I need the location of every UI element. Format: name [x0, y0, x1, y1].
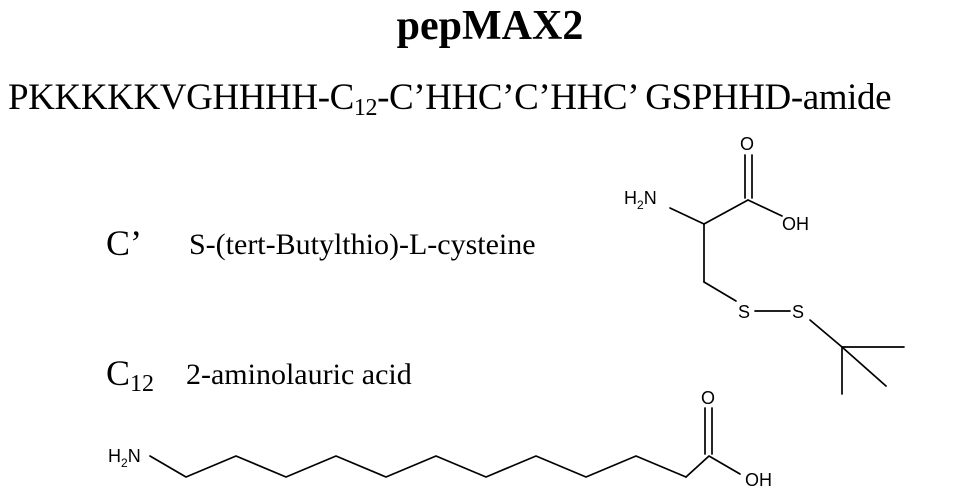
- cysteine-derivative-structure: [669, 154, 905, 395]
- bond-n-ca: [669, 207, 705, 225]
- bond-c-oh: [747, 199, 783, 217]
- page-title: pepMAX2: [396, 3, 584, 49]
- sequence-subscript: 12: [353, 95, 378, 121]
- amine-label: H2N: [624, 188, 657, 212]
- sequence-part-1: PKKKKKVGHHHH-C: [8, 77, 354, 118]
- bond-ca-c: [703, 199, 749, 225]
- sulfur-2-label: S: [792, 302, 804, 322]
- sequence-part-2: -C’HHC’C’HHC’ GSPHHD-amide: [377, 77, 892, 118]
- peptide-sequence: PKKKKKVGHHHH-C12-C’HHC’C’HHC’ GSPHHD-ami…: [8, 76, 892, 121]
- hydroxyl-label: OH: [782, 214, 809, 234]
- legend-desc-c12: 2-aminolauric acid: [186, 358, 412, 391]
- alkyl-chain: [149, 455, 687, 478]
- aminolauric-atom-labels: H2N O OH: [108, 388, 772, 490]
- legend-abbr-c12: C12: [106, 352, 155, 397]
- cysteine-atom-labels: H2N O OH S S: [624, 134, 809, 322]
- carbonyl-o-label-2: O: [701, 388, 715, 408]
- bond-cb-s1: [703, 281, 737, 302]
- legend-abbr-c12-subscript: 12: [130, 371, 155, 397]
- bond-c-oh2: [685, 455, 741, 478]
- hydroxyl-label-2: OH: [745, 470, 772, 490]
- legend-abbr-c-prime: C’: [106, 223, 142, 263]
- sulfur-1-label: S: [738, 302, 750, 322]
- legend-desc-c-prime: S-(tert-Butylthio)-L-cysteine: [189, 228, 536, 261]
- bond-tbu-c: [841, 346, 887, 387]
- carbonyl-o-label: O: [740, 134, 754, 154]
- legend-abbr-c12-letter: C: [106, 353, 131, 393]
- bond-s2-c: [809, 319, 843, 348]
- amine-label-2: H2N: [108, 446, 141, 470]
- aminolauric-acid-structure: [149, 407, 741, 478]
